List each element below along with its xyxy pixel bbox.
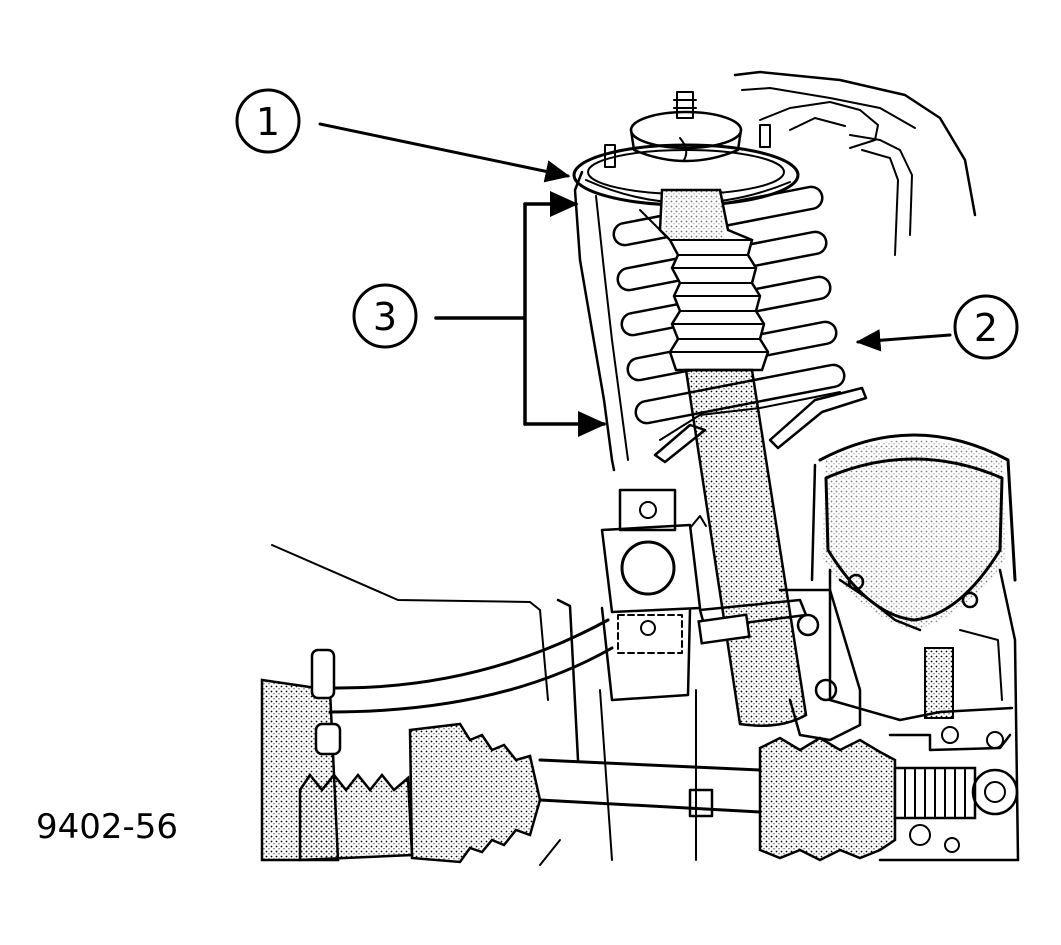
fender-outline (733, 70, 977, 256)
callout-2-label: 2 (974, 306, 998, 350)
callout-2: 2 (953, 294, 1019, 360)
callout-3-label: 3 (373, 295, 397, 339)
leader-lines (318, 122, 952, 438)
wheel-assembly (810, 433, 1020, 862)
callout-2-leader (855, 329, 952, 352)
tie-rod (328, 618, 614, 714)
hub-bearing (878, 726, 1020, 862)
callout-1: 1 (235, 88, 301, 154)
upper-strut-mount (604, 91, 771, 168)
frame-outline (271, 544, 697, 866)
figure-id: 9402-56 (36, 807, 178, 847)
drive-shaft (408, 722, 897, 864)
strut-body (684, 368, 808, 727)
callout-3-bracket (434, 202, 527, 426)
strut-tower-panel (573, 170, 661, 472)
dust-boot (658, 188, 770, 372)
callout-1-leader (318, 122, 571, 183)
callout-1-label: 1 (256, 100, 280, 144)
steering-rack (260, 648, 414, 862)
sway-bar-bracket (600, 488, 707, 702)
callout-3: 3 (352, 283, 418, 349)
